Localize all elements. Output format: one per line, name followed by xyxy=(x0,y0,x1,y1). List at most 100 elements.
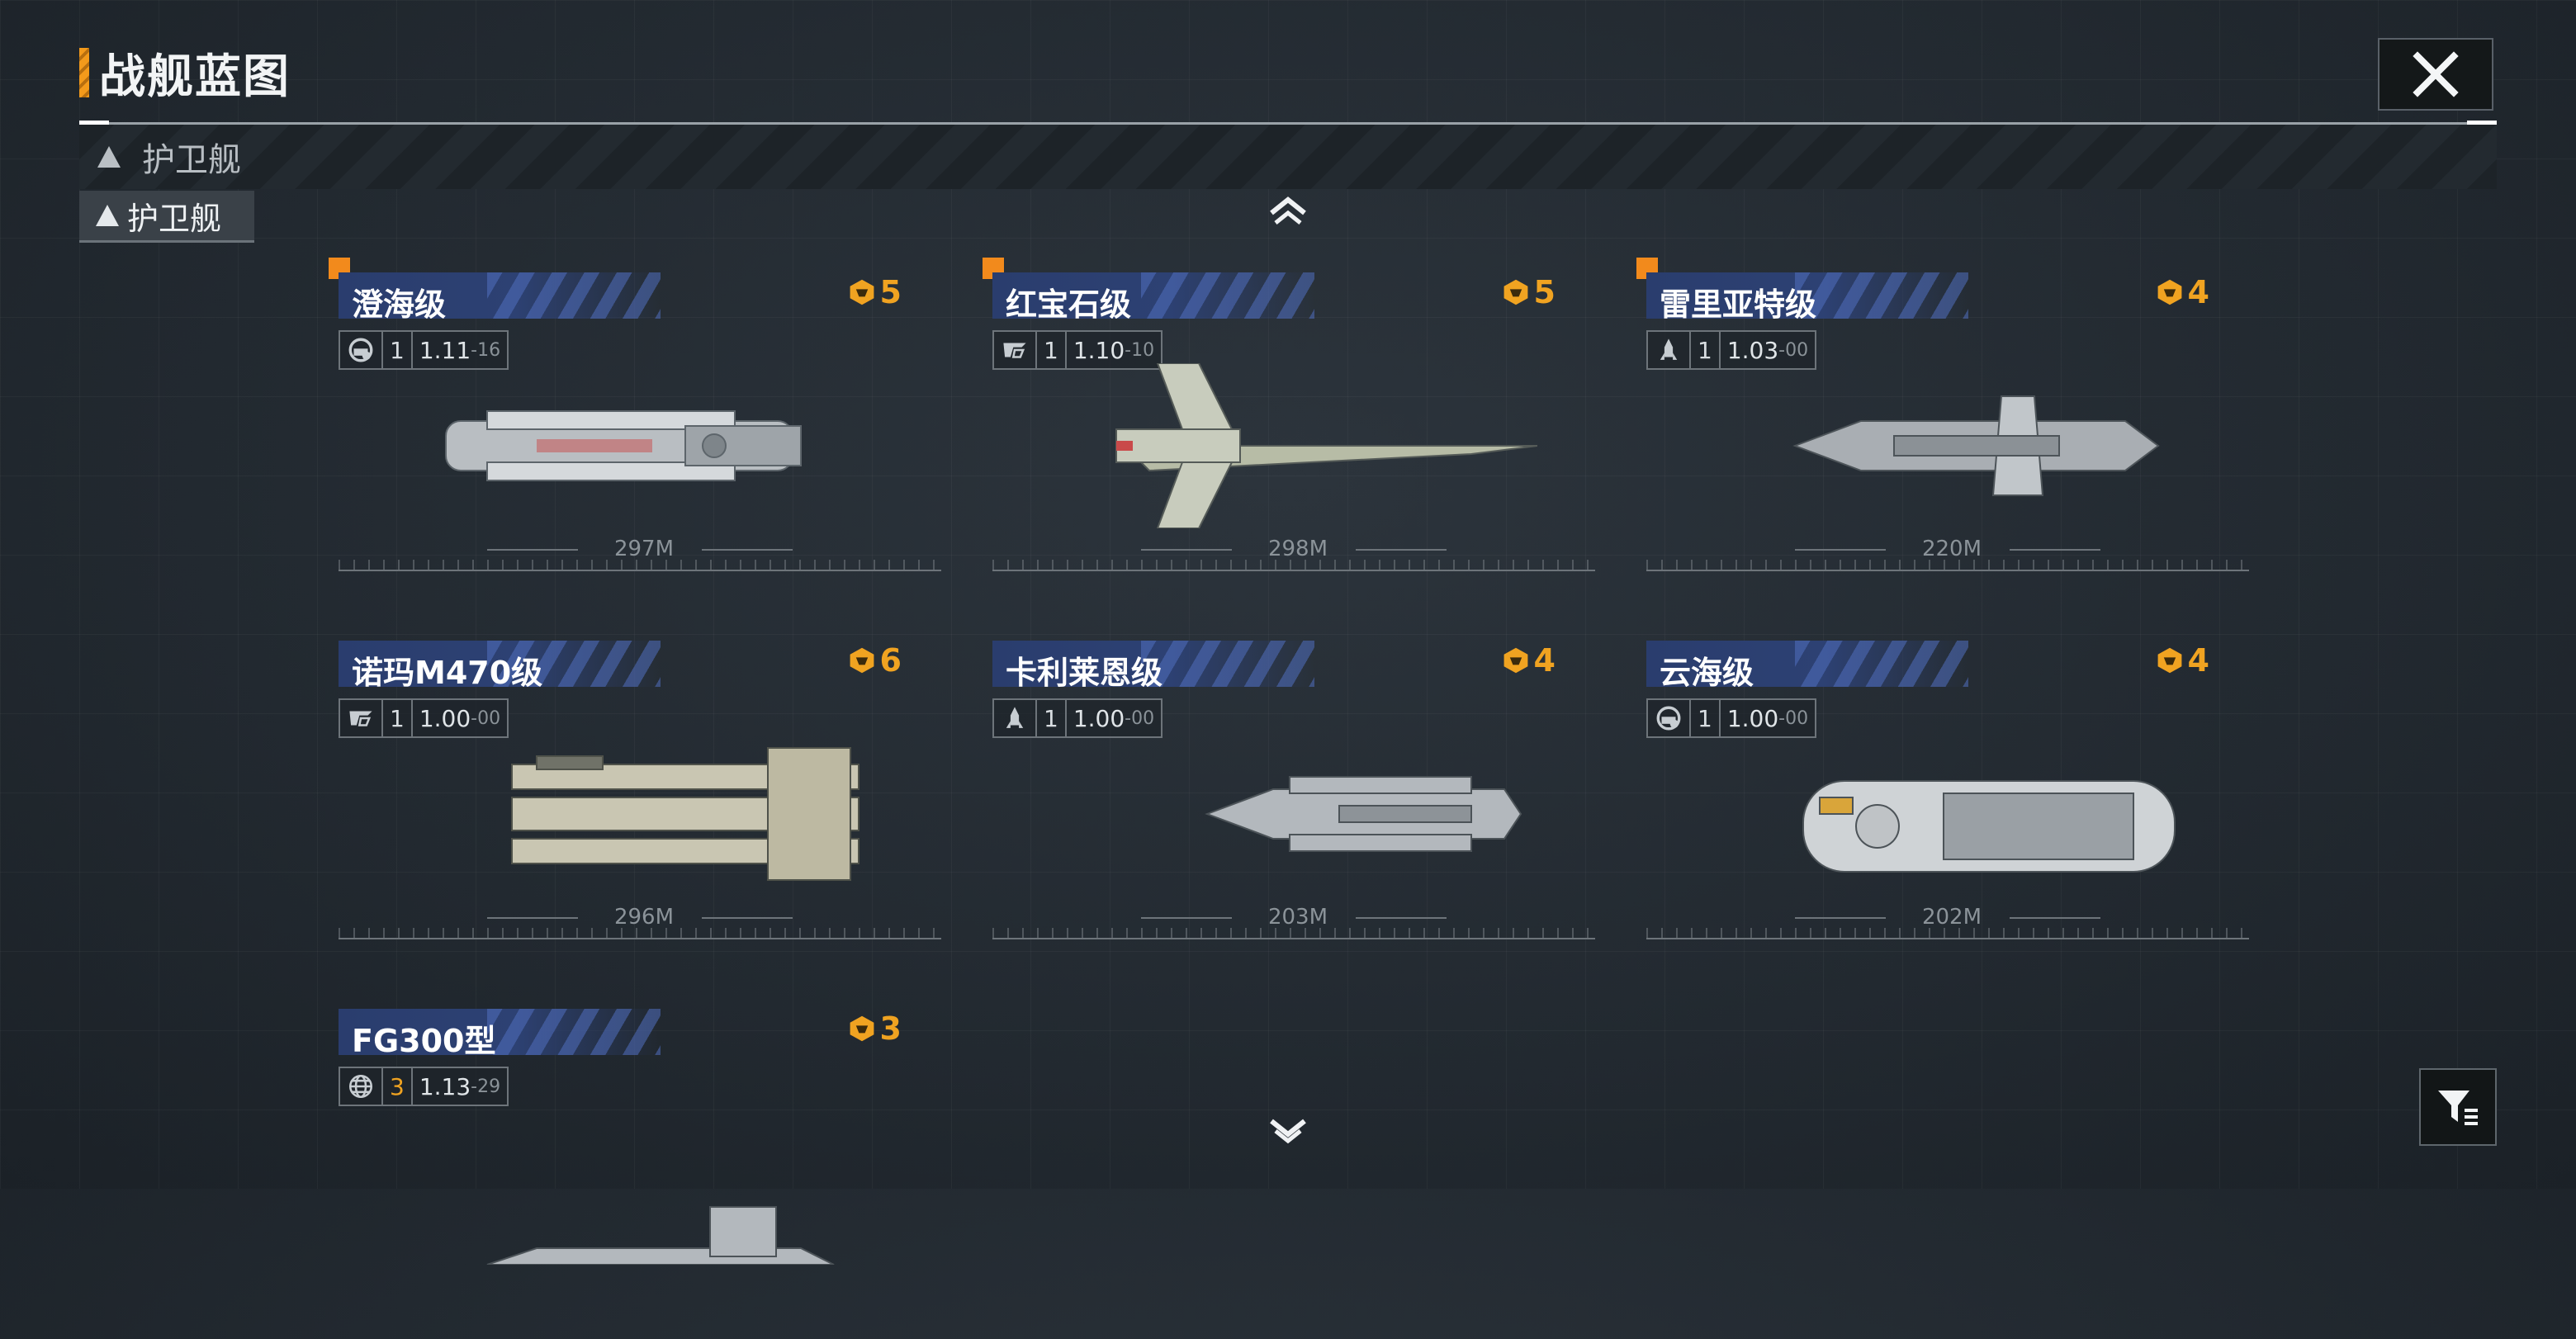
ship-stats: 3 1.13-29 xyxy=(339,1067,509,1106)
ship-name: FG300型 xyxy=(352,1023,496,1055)
ship-level: 1 xyxy=(1037,700,1067,736)
length-line-right xyxy=(2010,917,2100,919)
ship-stats: 1 1.10-10 xyxy=(992,330,1163,370)
scroll-down-chevron-icon[interactable] xyxy=(1267,1116,1309,1149)
ship-version: 1.11-16 xyxy=(413,332,507,368)
scale-baseline xyxy=(992,570,1595,571)
close-icon xyxy=(2413,51,2459,97)
tier-emblem-icon xyxy=(2157,279,2181,305)
ship-name-plate: 澄海级 xyxy=(339,272,661,319)
page-title: 战舰蓝图 xyxy=(99,50,291,104)
tier-emblem-icon xyxy=(850,279,874,305)
ship-level: 1 xyxy=(1691,332,1721,368)
close-button[interactable] xyxy=(2378,38,2493,111)
scale-ticks xyxy=(992,928,1595,939)
ship-level: 3 xyxy=(383,1068,413,1105)
ship-length: 202M xyxy=(1921,905,1982,930)
ship-blueprint-card[interactable]: 卡利莱恩级 4 1 1.00-00 203M xyxy=(992,632,1595,971)
ship-name-plate: 红宝石级 xyxy=(992,272,1314,319)
ship-name-plate: 诺玛M470级 xyxy=(339,641,661,687)
version-main: 1.03 xyxy=(1726,336,1779,364)
page-header: 战舰蓝图 xyxy=(79,43,291,104)
ship-tier: 4 xyxy=(2155,642,2209,679)
scroll-up-chevron-icon[interactable] xyxy=(1267,195,1309,228)
version-sub: -29 xyxy=(471,1076,501,1097)
ship-level: 1 xyxy=(1691,700,1721,736)
header-divider xyxy=(79,121,2497,126)
dropdown-option-label: 护卫舰 xyxy=(127,200,222,237)
ship-tier: 4 xyxy=(2155,274,2209,310)
scale-baseline xyxy=(339,570,941,571)
tier-value: 6 xyxy=(879,642,902,679)
ship-stats: 1 1.03-00 xyxy=(1646,330,1817,370)
length-line-left xyxy=(487,549,578,551)
length-line-right xyxy=(2010,549,2100,551)
version-main: 1.00 xyxy=(1726,704,1779,732)
dropdown-option-frigate[interactable]: 护卫舰 xyxy=(79,191,254,243)
ship-name: 红宝石级 xyxy=(1006,286,1132,319)
sort-filter-button[interactable] xyxy=(2419,1068,2497,1146)
ship-name: 诺玛M470级 xyxy=(352,655,543,687)
version-sub: -00 xyxy=(1778,339,1809,361)
ship-blueprint-card[interactable]: 红宝石级 5 1 1.10-10 298M xyxy=(983,258,1595,603)
tier-value: 5 xyxy=(879,274,902,310)
version-sub: -16 xyxy=(471,339,501,361)
scale-ticks xyxy=(1646,928,2249,939)
shield-gear-icon xyxy=(1648,700,1691,736)
length-line-left xyxy=(1141,549,1232,551)
scale-ticks xyxy=(1646,560,2249,571)
ship-tier: 3 xyxy=(847,1010,902,1047)
version-main: 1.10 xyxy=(1073,336,1125,364)
ship-blueprint-card[interactable]: 雷里亚特级 4 1 1.03-00 220M xyxy=(1636,258,2249,603)
ship-level: 1 xyxy=(383,332,413,368)
ship-version: 1.00-00 xyxy=(1721,700,1815,736)
ship-version: 1.13-29 xyxy=(413,1068,507,1105)
tier-value: 5 xyxy=(1533,274,1556,310)
tier-value: 4 xyxy=(2187,274,2209,310)
length-line-left xyxy=(1141,917,1232,919)
version-main: 1.00 xyxy=(1073,704,1125,732)
tier-emblem-icon xyxy=(850,647,874,674)
tier-value: 4 xyxy=(1533,642,1556,679)
scale-ticks xyxy=(339,928,941,939)
ship-tier: 5 xyxy=(847,274,902,310)
filter-icon xyxy=(2438,1091,2478,1125)
triangle-icon xyxy=(96,205,119,226)
ship-blueprint-card[interactable]: FG300型 3 3 1.13-29 xyxy=(339,1001,941,1339)
ship-emblem-icon xyxy=(340,700,383,736)
ship-blueprint-image xyxy=(1042,731,1537,897)
ship-version: 1.10-10 xyxy=(1067,332,1161,368)
ship-length: 220M xyxy=(1921,537,1982,561)
ship-stats: 1 1.11-16 xyxy=(339,330,509,370)
version-sub: -00 xyxy=(471,707,501,729)
scale-baseline xyxy=(1646,570,2249,571)
ship-blueprint-card[interactable]: 云海级 4 1 1.00-00 202M xyxy=(1646,632,2249,971)
ship-blueprint-image xyxy=(388,731,883,897)
tier-value: 4 xyxy=(2187,642,2209,679)
ship-version: 1.03-00 xyxy=(1721,332,1815,368)
ship-blueprint-card[interactable]: 诺玛M470级 6 1 1.00-00 296M xyxy=(339,632,941,971)
ship-tier: 4 xyxy=(1501,642,1556,679)
class-filter-dropdown[interactable]: 护卫舰 xyxy=(79,125,2497,189)
scale-baseline xyxy=(992,938,1595,939)
version-main: 1.00 xyxy=(419,704,471,732)
tier-emblem-icon xyxy=(1503,647,1527,674)
rocket-icon xyxy=(1648,332,1691,368)
scale-ticks xyxy=(339,560,941,571)
ship-name: 雷里亚特级 xyxy=(1660,286,1817,319)
shield-gear-icon xyxy=(340,332,383,368)
ship-name-plate: 卡利莱恩级 xyxy=(992,641,1314,687)
ship-blueprint-card[interactable]: 澄海级 5 1 1.11-16 297M xyxy=(329,258,941,603)
length-line-left xyxy=(1795,917,1886,919)
ship-version: 1.00-00 xyxy=(1067,700,1161,736)
ship-stats: 1 1.00-00 xyxy=(992,698,1163,738)
ship-length: 296M xyxy=(613,905,675,930)
length-line-right xyxy=(702,917,793,919)
version-sub: -10 xyxy=(1125,339,1155,361)
ship-length: 297M xyxy=(613,537,675,561)
tier-emblem-icon xyxy=(850,1015,874,1042)
tier-emblem-icon xyxy=(2157,647,2181,674)
ship-length: 298M xyxy=(1267,537,1328,561)
scale-ticks xyxy=(992,560,1595,571)
ship-length: 203M xyxy=(1267,905,1328,930)
